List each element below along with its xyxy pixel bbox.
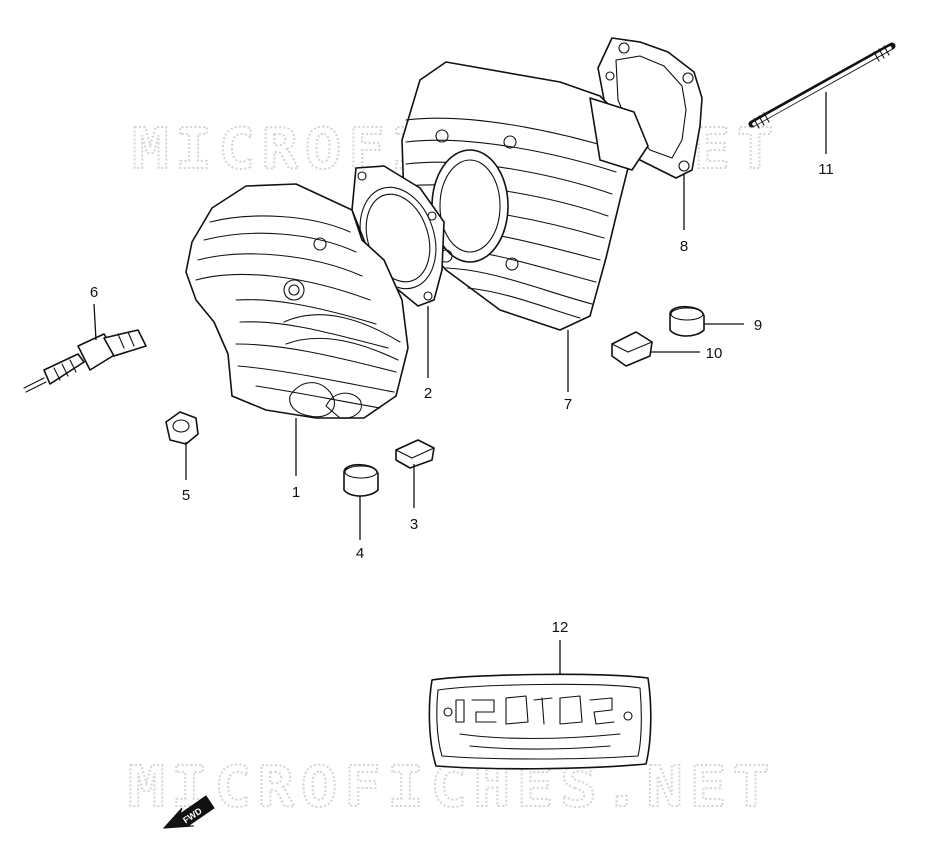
callout-12: 12 bbox=[552, 619, 569, 636]
part-5-nut[interactable] bbox=[165, 411, 199, 445]
callout-9: 9 bbox=[754, 317, 762, 334]
part-1-cylinder-head[interactable] bbox=[185, 183, 409, 419]
leader-lines bbox=[93, 92, 827, 674]
part-11-stud-bolt[interactable] bbox=[748, 42, 896, 129]
part-10-block[interactable] bbox=[611, 331, 653, 367]
callout-7: 7 bbox=[564, 396, 572, 413]
callout-8: 8 bbox=[680, 238, 688, 255]
callout-2: 2 bbox=[424, 385, 432, 402]
callout-6: 6 bbox=[90, 284, 98, 301]
part-2-head-gasket[interactable] bbox=[348, 165, 449, 307]
part-9-cap[interactable] bbox=[669, 305, 705, 337]
callout-5: 5 bbox=[182, 487, 190, 504]
part-4-cap[interactable] bbox=[343, 463, 379, 497]
part-3-block[interactable] bbox=[395, 439, 435, 469]
callout-11: 11 bbox=[818, 161, 834, 178]
part-6-spark-plug[interactable] bbox=[23, 329, 147, 393]
callout-10: 10 bbox=[706, 345, 723, 362]
callout-4: 4 bbox=[356, 545, 364, 562]
callout-3: 3 bbox=[410, 516, 418, 533]
callout-labels: 1 2 3 4 5 6 7 8 9 10 11 12 bbox=[90, 161, 834, 636]
callout-1: 1 bbox=[292, 484, 300, 501]
part-12-gasket-set[interactable] bbox=[428, 673, 652, 770]
leader-6 bbox=[93, 303, 97, 341]
